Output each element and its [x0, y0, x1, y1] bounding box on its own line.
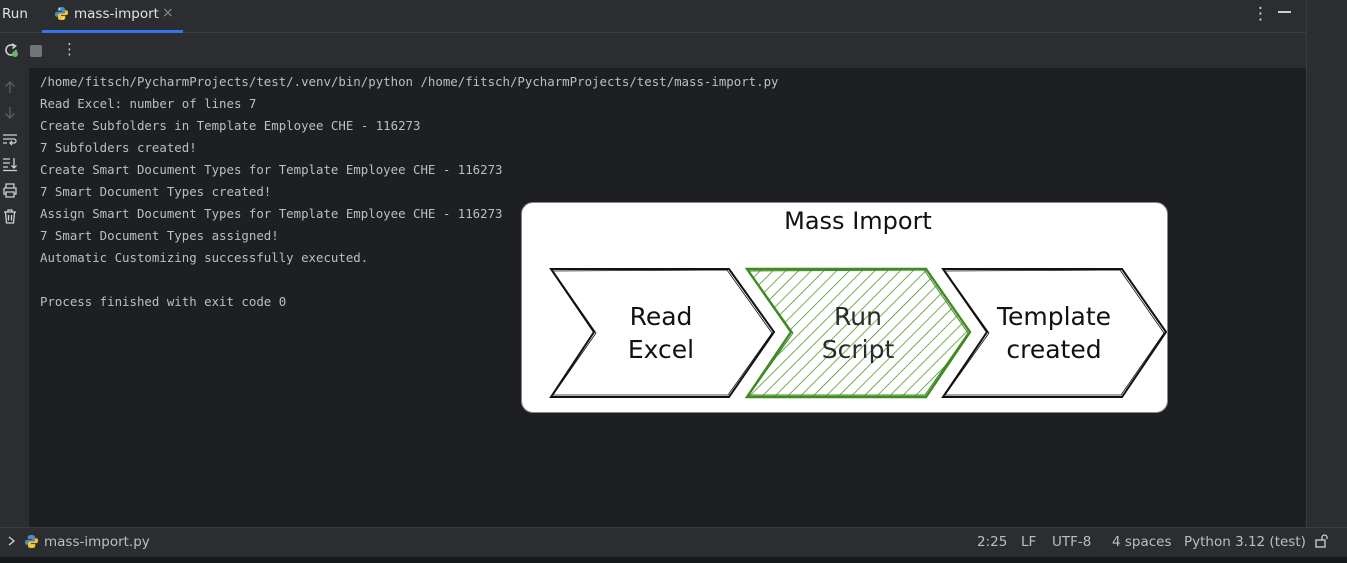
console-line: 7 Smart Document Types assigned! [40, 228, 279, 243]
more-vertical-icon[interactable]: ⋮ [1252, 4, 1269, 24]
lock-icon[interactable] [1315, 534, 1329, 552]
console-line: 7 Smart Document Types created! [40, 184, 272, 199]
status-file-name[interactable]: mass-import.py [44, 534, 150, 550]
step-run-script: Run Script [744, 267, 972, 399]
console-line: Create Smart Document Types for Template… [40, 162, 503, 177]
tab-label: mass-import [74, 6, 159, 22]
status-bar: mass-import.py 2:25 LF UTF-8 4 spaces Py… [0, 527, 1347, 557]
status-interpreter[interactable]: Python 3.12 (test) [1184, 534, 1306, 550]
soft-wrap-icon[interactable] [2, 131, 18, 151]
status-indent[interactable]: 4 spaces [1112, 534, 1172, 550]
run-tool-window-header: Run mass-import × ⋮ [0, 0, 1306, 33]
status-encoding[interactable]: UTF-8 [1052, 534, 1092, 550]
step-template-created: Template created [941, 268, 1168, 398]
step-label: Excel [628, 335, 694, 364]
step-label: created [1006, 335, 1101, 364]
console-line: 7 Subfolders created! [40, 140, 197, 155]
close-icon[interactable]: × [162, 5, 174, 21]
status-caret-position[interactable]: 2:25 [977, 534, 1008, 550]
step-label: Template [996, 302, 1111, 331]
chevron-right-icon[interactable] [7, 533, 17, 553]
scroll-to-end-icon[interactable] [2, 156, 18, 176]
tab-mass-import[interactable]: mass-import × [42, 0, 183, 33]
python-file-icon [54, 6, 69, 25]
console-action-bar [0, 68, 29, 527]
trash-icon[interactable] [2, 208, 18, 228]
rerun-icon[interactable] [3, 42, 19, 62]
arrow-up-icon[interactable] [2, 79, 18, 99]
window-bottom-edge [0, 557, 1347, 563]
run-toolbar: ⋮ [0, 33, 1306, 68]
console-line: /home/fitsch/PycharmProjects/test/.venv/… [40, 74, 779, 89]
step-label: Read [630, 302, 693, 331]
stop-icon[interactable] [30, 45, 42, 61]
status-line-ending[interactable]: LF [1021, 534, 1037, 550]
arrow-down-icon[interactable] [2, 105, 18, 125]
minimize-icon[interactable] [1278, 11, 1291, 13]
diagram-title: Mass Import [784, 207, 932, 235]
process-diagram: Mass Import Read Excel Run Script Templa… [521, 202, 1168, 413]
console-line: Create Subfolders in Template Employee C… [40, 118, 421, 133]
console-line: Process finished with exit code 0 [40, 294, 287, 309]
console-line: Assign Smart Document Types for Template… [40, 206, 503, 221]
right-tool-rail [1306, 0, 1347, 527]
more-vertical-icon[interactable]: ⋮ [62, 40, 77, 58]
run-title: Run [2, 6, 28, 22]
console-line: Read Excel: number of lines 7 [40, 96, 257, 111]
step-read-excel: Read Excel [549, 268, 776, 398]
step-label: Run [834, 302, 882, 331]
console-line: Automatic Customizing successfully execu… [40, 250, 369, 265]
step-label: Script [822, 335, 895, 364]
print-icon[interactable] [2, 182, 18, 202]
process-diagram-svg: Mass Import Read Excel Run Script Templa… [549, 207, 1168, 399]
python-file-icon [24, 534, 39, 553]
